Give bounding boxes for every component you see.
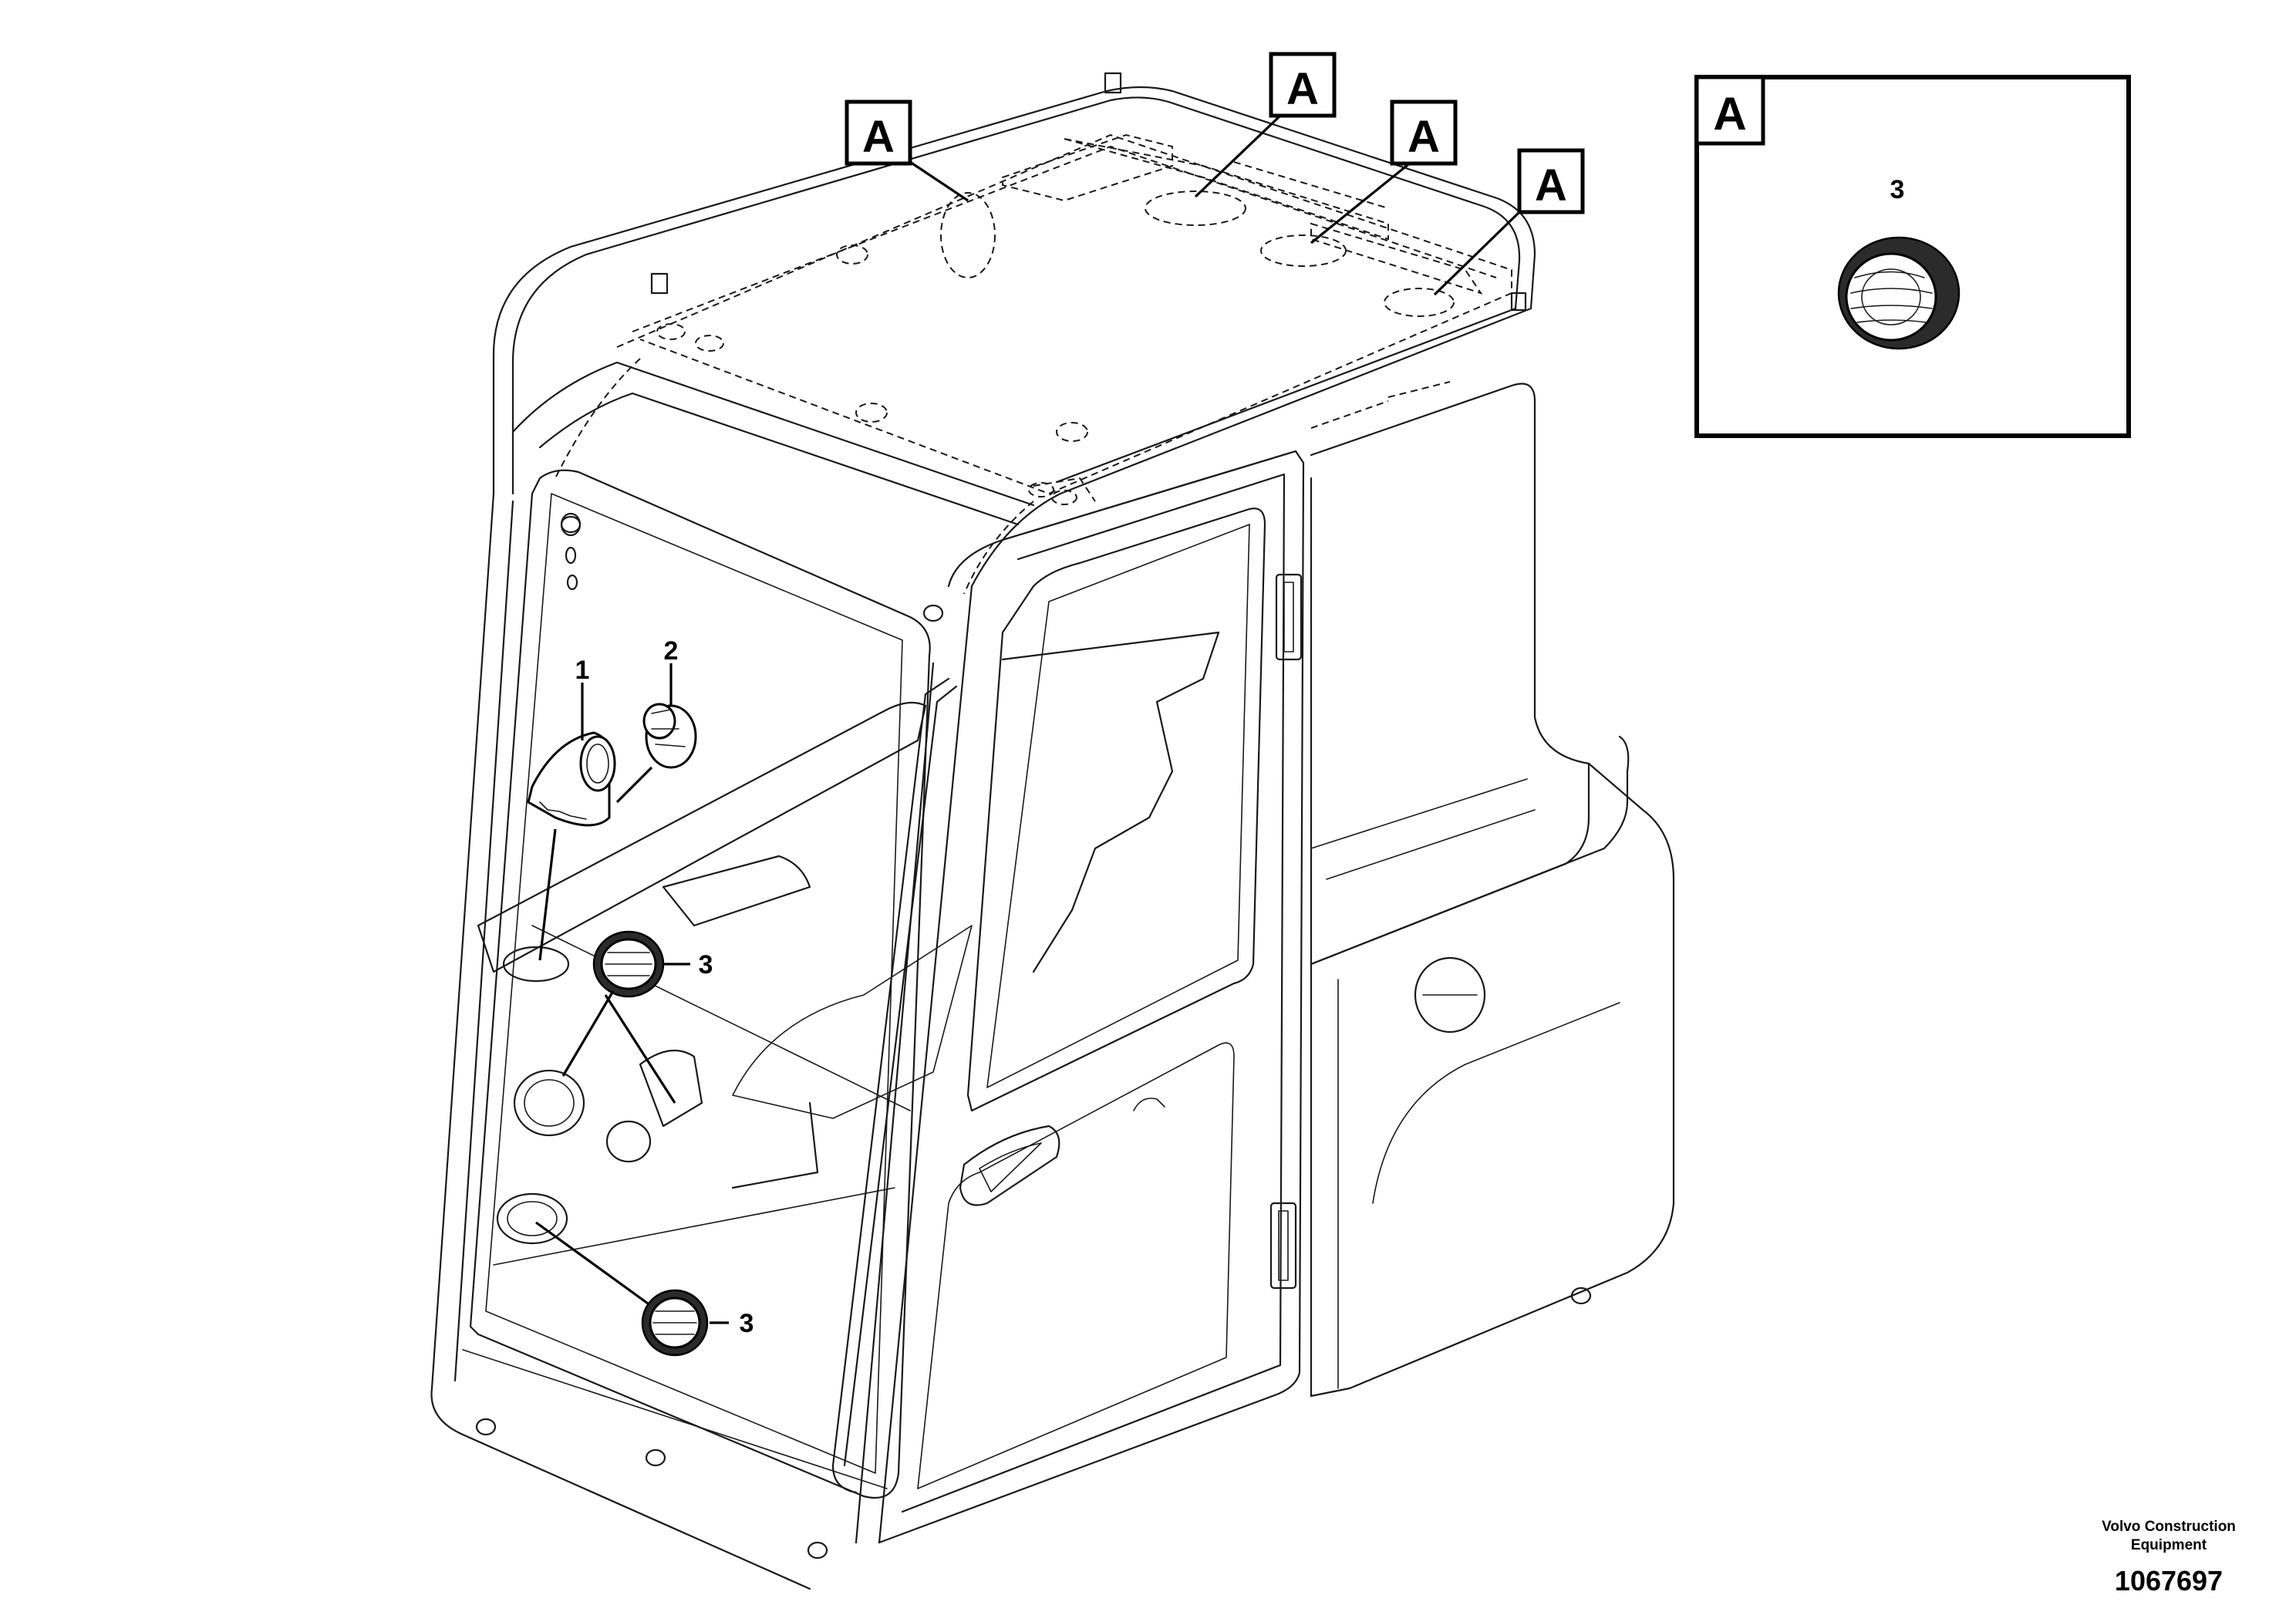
company-name-line-2: Equipment: [2131, 1537, 2207, 1553]
leader-lines: [535, 114, 1899, 1324]
svg-text:A: A: [862, 112, 895, 162]
callout-3-lower: 3: [740, 1309, 754, 1338]
svg-text:A: A: [1535, 160, 1567, 211]
view-ref-a-1: A: [845, 99, 912, 166]
detail-view-a: A 3: [1694, 75, 2131, 438]
part-1-vent-duct: [527, 731, 616, 827]
part-3-round-vent-detail: [1837, 236, 1961, 350]
view-ref-a-3: A: [1390, 99, 1458, 166]
part-2-vent-ring: [642, 703, 697, 769]
view-ref-a-2: A: [1269, 52, 1337, 118]
callout-2: 2: [664, 636, 679, 666]
callout-3-upper: 3: [699, 950, 713, 980]
part-3-round-vent-lower: [641, 1289, 709, 1357]
view-ref-a-4: A: [1517, 148, 1585, 214]
roof-hidden-duct: [555, 133, 1512, 595]
callout-3-detail: 3: [1890, 175, 1905, 204]
svg-text:A: A: [1408, 112, 1440, 162]
footer-branding: Volvo Construction Equipment 1067697: [2102, 1519, 2236, 1597]
detail-view-a-label: A: [1713, 88, 1746, 140]
drawing-number: 1067697: [2115, 1565, 2223, 1597]
callout-1: 1: [575, 656, 590, 685]
part-3-round-vent-upper: [592, 930, 665, 998]
cab-body: [430, 72, 1675, 1590]
company-name-line-1: Volvo Construction: [2102, 1519, 2236, 1535]
svg-text:A: A: [1286, 64, 1319, 114]
